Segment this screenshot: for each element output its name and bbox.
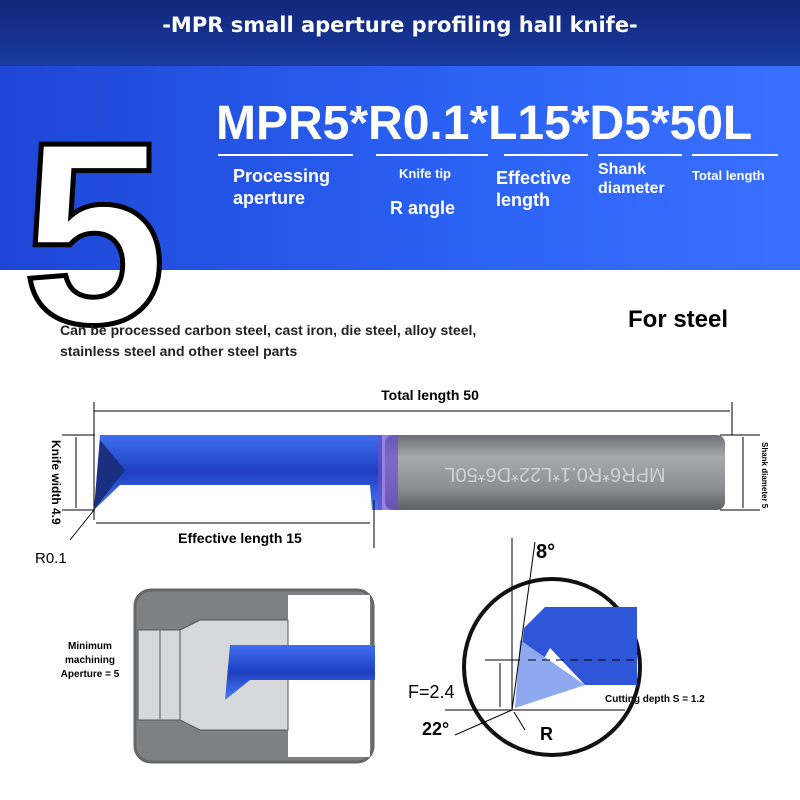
- label-effective-length: Effective length: [496, 168, 572, 210]
- big-number: 5: [20, 89, 170, 379]
- tip-radius-label: R0.1: [35, 550, 67, 567]
- material-label: For steel: [628, 306, 729, 333]
- radius-label: R: [540, 724, 553, 744]
- label-knife-tip: Knife tip: [399, 166, 451, 181]
- description: Can be processed carbon steel, cast iron…: [60, 320, 600, 362]
- tool-diagram: Total length 50 MPR6*R0.1*L22*D6*50L Kni…: [35, 387, 769, 567]
- tip-detail-diagram: 8° F=2.4 22° R Cutting depth S = 1.2: [408, 538, 705, 757]
- description-line2: stainless steel and other steel parts: [60, 343, 298, 359]
- label-shank-diameter: Shank diameter: [598, 161, 665, 198]
- total-length-label: Total length 50: [381, 387, 479, 403]
- min-aperture-label: Minimum machining Aperture = 5: [60, 641, 120, 680]
- shank-diameter-label: Shank diameter 5: [760, 442, 769, 509]
- f-value: F=2.4: [408, 682, 455, 702]
- aperture-diagram: [133, 588, 375, 764]
- page-header: -MPR small aperture profiling hall knife…: [0, 0, 800, 66]
- lower-angle: 22°: [422, 719, 449, 739]
- spec-code: MPR5*R0.1*L15*D5*50L: [216, 97, 753, 150]
- knife-width-label: Knife width 4.9: [49, 440, 63, 525]
- label-processing-aperture: Processing aperture: [233, 166, 331, 208]
- label-r-angle: R angle: [390, 198, 456, 218]
- engraving: MPR6*R0.1*L22*D6*50L: [444, 463, 665, 485]
- clearance-angle: 8°: [536, 541, 555, 563]
- effective-length-label: Effective length 15: [178, 530, 302, 546]
- description-line1: Can be processed carbon steel, cast iron…: [60, 322, 477, 338]
- spec-banner: 5 MPR5*R0.1*L15*D5*50L Processing apertu…: [0, 66, 800, 367]
- label-total-length: Total length: [692, 168, 765, 183]
- cutting-depth: Cutting depth S = 1.2: [605, 694, 705, 705]
